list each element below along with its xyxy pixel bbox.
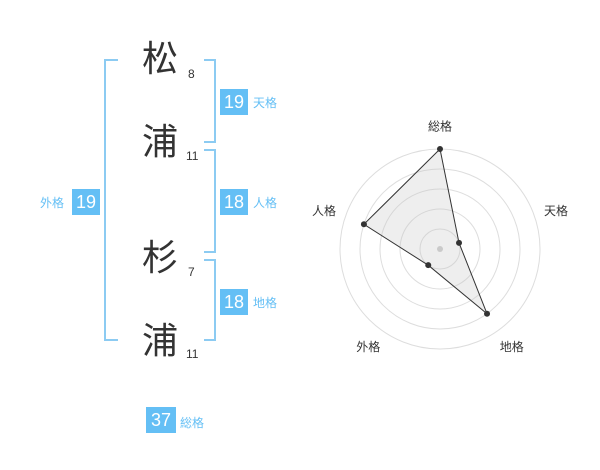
stroke-count-3: 7 bbox=[188, 265, 195, 279]
radar-ring-3 bbox=[379, 188, 501, 310]
jinkaku-value-badge: 18 bbox=[220, 189, 248, 215]
tenkaku-bracket bbox=[204, 59, 216, 143]
tenkaku-label: 天格 bbox=[253, 96, 278, 110]
radar-axis-label-4: 外格 bbox=[356, 339, 380, 354]
radar-point-4 bbox=[425, 262, 432, 269]
radar-center-dot bbox=[437, 246, 443, 252]
radar-point-5 bbox=[360, 221, 367, 228]
kanji-3: 杉 bbox=[141, 238, 178, 279]
radar-ring-1 bbox=[419, 228, 461, 270]
chikaku-value-badge: 18 bbox=[220, 289, 248, 315]
stroke-count-4: 11 bbox=[186, 347, 199, 361]
gaikaku-bracket bbox=[104, 59, 118, 341]
chikaku-label: 地格 bbox=[253, 296, 278, 310]
radar-axis-label-5: 人格 bbox=[312, 203, 336, 218]
radar-point-2 bbox=[456, 239, 463, 246]
radar-point-3 bbox=[484, 310, 491, 317]
soukaku-label: 総格 bbox=[180, 416, 205, 430]
gaikaku-value-badge: 19 bbox=[72, 189, 100, 215]
kanji-4: 浦 bbox=[141, 321, 178, 362]
jinkaku-bracket bbox=[204, 149, 216, 253]
radar-ring-4 bbox=[359, 168, 521, 330]
jinkaku-label: 人格 bbox=[253, 196, 278, 210]
gaikaku-label: 外格 bbox=[40, 196, 65, 210]
chikaku-bracket bbox=[204, 259, 216, 341]
radar-value-polygon bbox=[363, 147, 488, 315]
stroke-count-1: 8 bbox=[188, 67, 195, 81]
radar-ring-2 bbox=[399, 208, 481, 290]
radar-axis-label-3: 地格 bbox=[500, 339, 524, 354]
radar-point-1 bbox=[437, 146, 443, 152]
kanji-1: 松 bbox=[141, 39, 178, 80]
radar-axis-label-1: 総格 bbox=[428, 119, 452, 134]
radar-axis-label-2: 天格 bbox=[544, 203, 568, 218]
stroke-count-2: 11 bbox=[186, 149, 199, 163]
soukaku-value-badge: 37 bbox=[146, 407, 176, 433]
kanji-2: 浦 bbox=[141, 122, 178, 163]
tenkaku-value-badge: 19 bbox=[220, 89, 248, 115]
